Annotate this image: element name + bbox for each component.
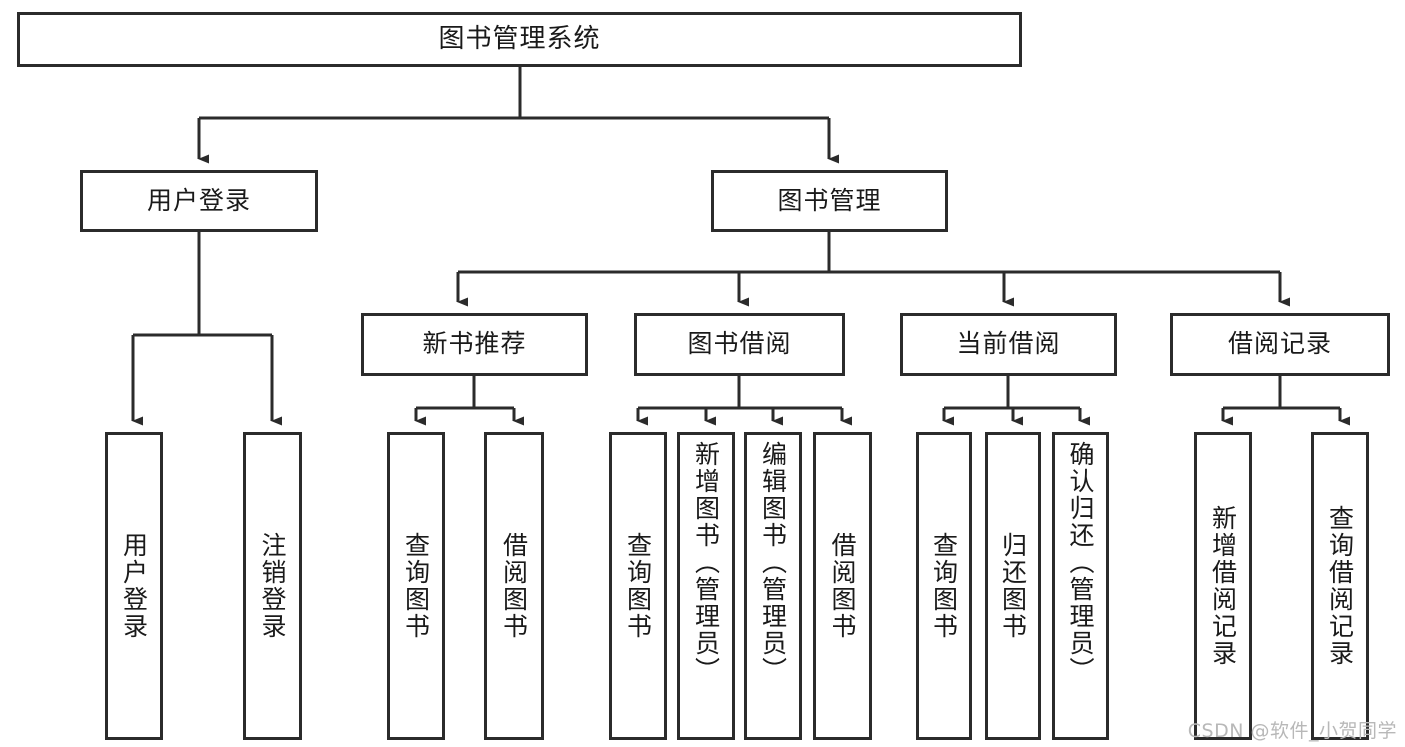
node-book-borrow[interactable]: 图书借阅 — [634, 313, 845, 376]
leaf-node-label: 新增图书（管理员） — [691, 441, 721, 684]
leaf-node[interactable]: 用户登录 — [105, 432, 163, 740]
leaf-node[interactable]: 查询图书 — [609, 432, 667, 740]
leaf-node[interactable]: 查询借阅记录 — [1311, 432, 1369, 740]
node-borrow-record[interactable]: 借阅记录 — [1170, 313, 1390, 376]
leaf-node-label: 确认归还（管理员） — [1066, 441, 1095, 684]
leaf-node[interactable]: 注销登录 — [243, 432, 302, 740]
leaf-node-label: 注销登录 — [258, 532, 287, 640]
leaf-node[interactable]: 新增图书（管理员） — [677, 432, 735, 740]
node-book-management-label: 图书管理 — [777, 185, 882, 215]
node-book-management[interactable]: 图书管理 — [711, 170, 948, 232]
leaf-node-label: 新增借阅记录 — [1208, 505, 1238, 667]
leaf-node-label: 借阅图书 — [828, 532, 857, 640]
node-root-label: 图书管理系统 — [438, 23, 601, 54]
node-current-borrow[interactable]: 当前借阅 — [900, 313, 1117, 376]
leaf-node-label: 用户登录 — [119, 532, 149, 640]
node-book-borrow-label: 图书借阅 — [687, 329, 792, 359]
leaf-node[interactable]: 新增借阅记录 — [1194, 432, 1252, 740]
node-new-book-recommend-label: 新书推荐 — [422, 329, 527, 359]
leaf-node-label: 归还图书 — [998, 532, 1028, 640]
leaf-node-label: 查询图书 — [623, 532, 653, 640]
watermark: CSDN @软件_小贺同学 — [1187, 720, 1397, 742]
leaf-node[interactable]: 归还图书 — [985, 432, 1041, 740]
leaf-node[interactable]: 查询图书 — [916, 432, 972, 740]
leaf-node-label: 借阅图书 — [499, 532, 529, 640]
leaf-node[interactable]: 编辑图书（管理员） — [744, 432, 802, 740]
leaf-node-label: 查询图书 — [401, 532, 431, 640]
leaf-node-label: 查询图书 — [929, 532, 959, 640]
node-current-borrow-label: 当前借阅 — [956, 329, 1061, 359]
leaf-node[interactable]: 查询图书 — [387, 432, 445, 740]
leaf-node[interactable]: 借阅图书 — [813, 432, 872, 740]
node-new-book-recommend[interactable]: 新书推荐 — [361, 313, 588, 376]
leaf-node[interactable]: 确认归还（管理员） — [1052, 432, 1109, 740]
node-user-login-label: 用户登录 — [146, 185, 251, 215]
node-user-login[interactable]: 用户登录 — [80, 170, 318, 232]
leaf-node[interactable]: 借阅图书 — [484, 432, 544, 740]
leaf-node-label: 查询借阅记录 — [1325, 505, 1355, 667]
leaf-node-label: 编辑图书（管理员） — [758, 441, 788, 684]
node-borrow-record-label: 借阅记录 — [1227, 329, 1332, 359]
node-root[interactable]: 图书管理系统 — [17, 12, 1022, 67]
